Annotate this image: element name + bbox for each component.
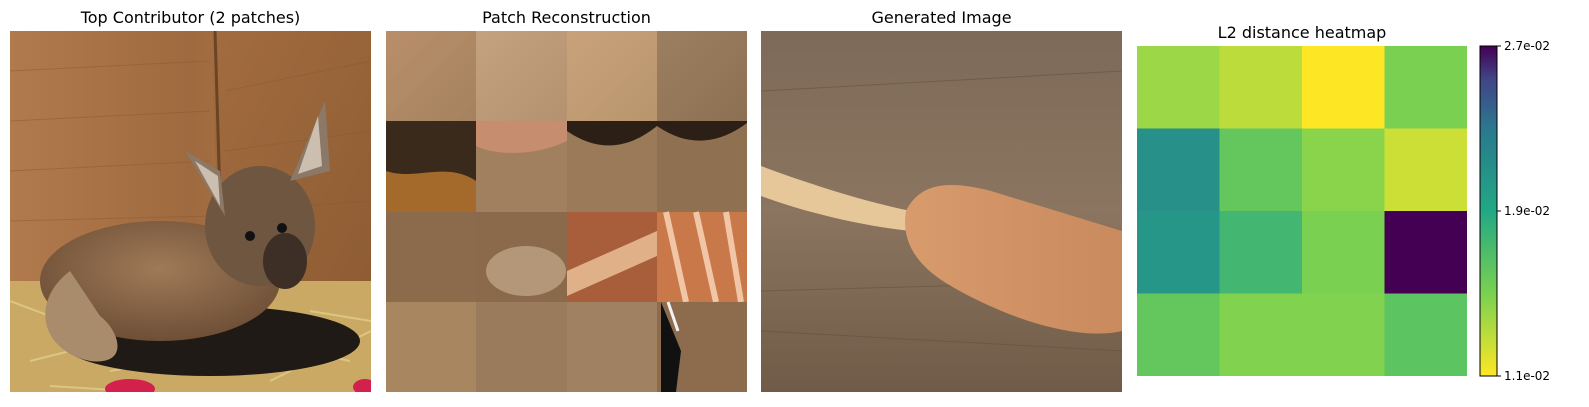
heatmap-cell-r3-c0 [1137,293,1220,376]
heatmap-cell-r1-c2 [1302,128,1385,212]
heatmap-cell-r2-c2 [1302,211,1385,294]
top-contributor-image [10,31,371,392]
heatmap-cell-r1-c3 [1384,128,1467,212]
heatmap-cell-r3-c2 [1302,293,1385,376]
heatmap-cell-r2-c1 [1219,211,1303,294]
generated-brush-image [761,31,1122,392]
colorbar-gradient [1479,45,1498,377]
heatmap-cell-r2-c3 [1384,211,1467,294]
patch-reconstruction-image [386,31,747,392]
heatmap-title: L2 distance heatmap [1217,23,1387,42]
colorbar-tick-label: 1.1e-02 [1504,369,1550,383]
generated-image [761,31,1122,392]
heatmap-cell-r3-c1 [1219,293,1303,376]
maned-wolf-pup-photo [10,31,371,392]
heatmap-cell-r1-c0 [1137,128,1220,212]
colorbar-tick-label: 2.7e-02 [1504,40,1550,53]
heatmap-cell-r1-c1 [1219,128,1303,212]
colorbar: 1.1e-02 1.9e-02 2.7e-02 [1479,40,1550,383]
heatmap-cell-r0-c0 [1137,46,1220,129]
heatmap-cell-r2-c0 [1137,211,1220,294]
patch-grid [386,31,747,392]
colorbar-tick-label: 1.9e-02 [1504,204,1550,218]
heatmap-cell-r0-c3 [1384,46,1467,129]
generated-image-title: Generated Image [871,8,1012,27]
top-contributor-title: Top Contributor (2 patches) [80,8,301,27]
l2-distance-heatmap [1137,46,1467,376]
heatmap-cell-r0-c2 [1302,46,1385,129]
heatmap-cell-r0-c1 [1219,46,1303,129]
patch-reconstruction-title: Patch Reconstruction [482,8,651,27]
heatmap-cell-r3-c3 [1384,293,1467,376]
